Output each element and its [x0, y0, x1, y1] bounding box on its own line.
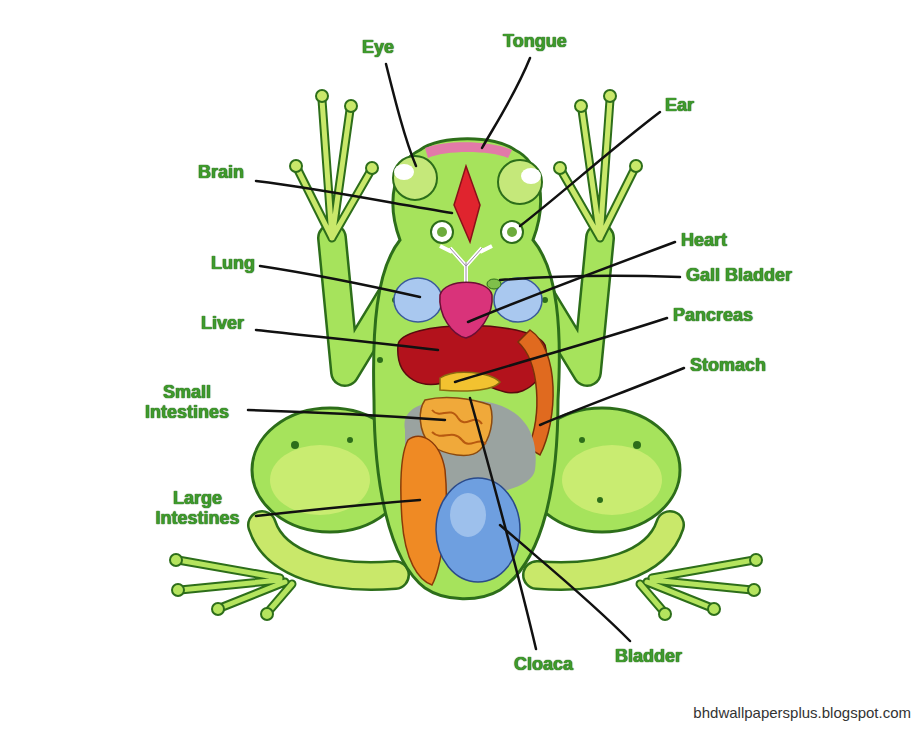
body-organs — [394, 278, 553, 585]
part-label: Small Intestines — [132, 383, 242, 423]
leader-line — [520, 112, 660, 226]
leader-line — [386, 64, 416, 166]
leader-line — [500, 525, 630, 641]
leader-line — [468, 242, 675, 322]
leader-line — [455, 318, 667, 382]
part-label: Gall Bladder — [686, 266, 792, 286]
part-label: Heart — [681, 231, 727, 251]
leader-line — [540, 368, 684, 425]
leader-line — [500, 276, 680, 280]
part-label: Liver — [201, 314, 244, 334]
part-label: Eye — [362, 38, 394, 58]
leader-lines — [248, 58, 684, 649]
leader-line — [470, 398, 536, 649]
front-legs — [290, 90, 642, 372]
part-label: Stomach — [690, 356, 766, 376]
part-label: Cloaca — [514, 655, 573, 675]
leader-line — [256, 181, 452, 213]
leader-line — [260, 266, 420, 297]
part-label: Bladder — [615, 647, 682, 667]
frog-body — [374, 139, 560, 599]
leader-line — [248, 410, 445, 420]
watermark: bhdwallpapersplus.blogspot.com — [693, 704, 911, 721]
part-label: Large Intestines — [145, 489, 250, 529]
part-label: Lung — [211, 254, 255, 274]
leader-line — [482, 58, 530, 148]
part-label: Pancreas — [673, 306, 753, 326]
head-organs — [393, 156, 542, 282]
part-label: Ear — [665, 96, 694, 116]
leader-line — [256, 330, 438, 350]
leader-line — [256, 500, 420, 516]
part-label: Tongue — [503, 32, 567, 52]
part-label: Brain — [198, 163, 244, 183]
